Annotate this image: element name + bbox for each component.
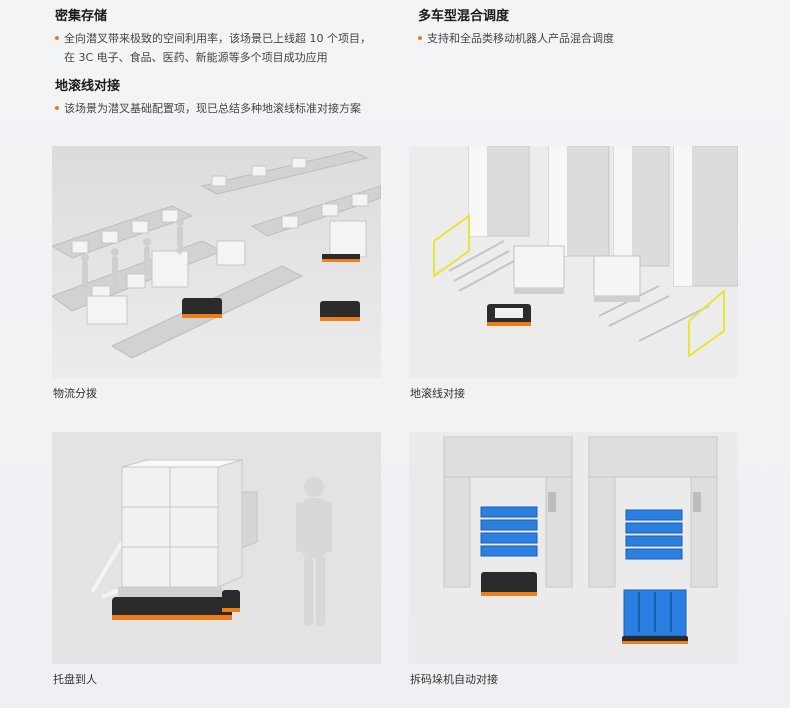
section-title: 密集存储: [55, 9, 108, 24]
bullet-text: 该场景为潜叉基础配置项，现已总结多种地滚线标准对接方案: [55, 99, 455, 118]
logistics-sorting-illustration: [52, 146, 381, 378]
agv-robot: [481, 572, 537, 596]
bullet-text: 全向潜叉带来极致的空间利用率，该场景已上线超 10 个项目， 在 3C 电子、食…: [55, 29, 405, 67]
image-roller-docking: [409, 146, 738, 378]
agv-robot: [320, 301, 360, 321]
caption-roller-docking: 地滚线对接: [410, 387, 465, 400]
section-dense-storage: 密集存储 全向潜叉带来极致的空间利用率，该场景已上线超 10 个项目， 在 3C…: [55, 9, 405, 67]
person-figure: [296, 477, 332, 626]
agv-robot: [182, 298, 222, 318]
image-logistics-sorting: [52, 146, 381, 378]
section-roller-docking: 地滚线对接 该场景为潜叉基础配置项，现已总结多种地滚线标准对接方案: [55, 79, 455, 118]
agv-robot: [112, 590, 240, 620]
caption-palletizer-docking: 拆码垛机自动对接: [410, 673, 498, 686]
caption-pallet-to-person: 托盘到人: [53, 673, 97, 686]
pallet-to-person-illustration: [52, 432, 381, 664]
agv-robot: [487, 304, 531, 326]
section-title: 地滚线对接: [55, 79, 121, 94]
roller-docking-illustration: [409, 146, 738, 378]
image-pallet-to-person: [52, 432, 381, 664]
caption-logistics-sorting: 物流分拨: [53, 387, 97, 400]
bullet-text: 支持和全品类移动机器人产品混合调度: [418, 29, 758, 48]
agv-robot: [622, 589, 688, 644]
section-title: 多车型混合调度: [418, 9, 510, 24]
palletizer-docking-illustration: [409, 432, 738, 664]
image-palletizer-docking: [409, 432, 738, 664]
section-mixed-scheduling: 多车型混合调度 支持和全品类移动机器人产品混合调度: [418, 9, 758, 48]
